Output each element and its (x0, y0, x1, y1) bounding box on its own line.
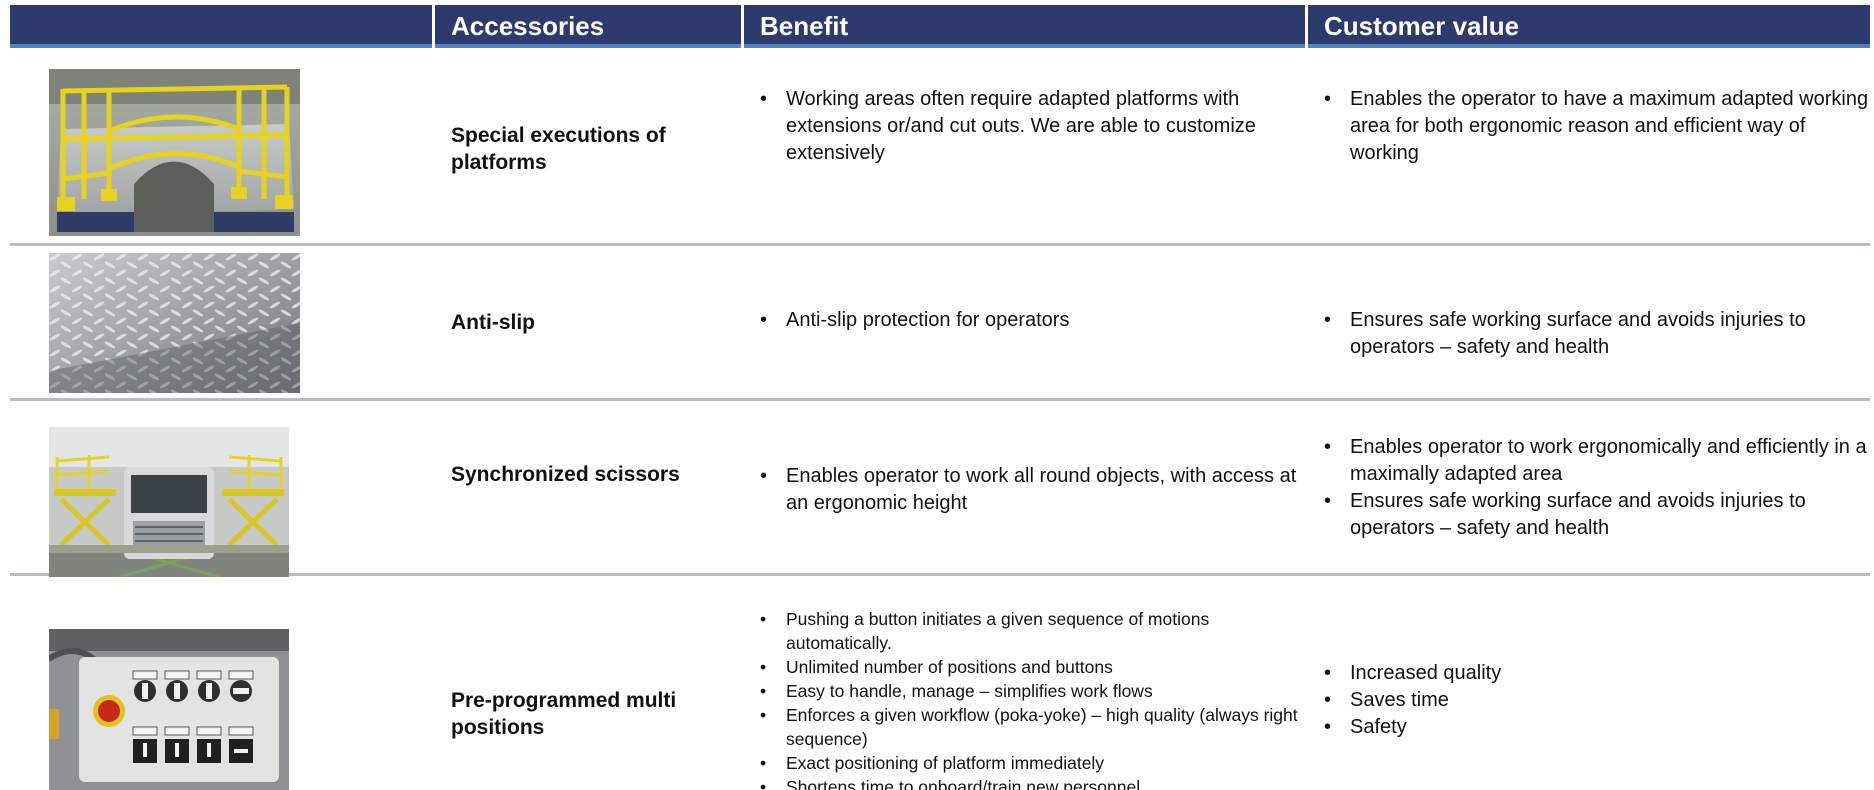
benefit-item: Working areas often require adapted plat… (758, 86, 1298, 167)
benefit-item: Enables operator to work all round objec… (758, 463, 1298, 517)
row-divider (10, 398, 1870, 401)
customer-value-item: Ensures safe working surface and avoids … (1322, 307, 1870, 361)
benefit-list: Anti-slip protection for operators (758, 307, 1298, 334)
customer-value-item: Enables operator to work ergonomically a… (1322, 434, 1870, 488)
accessory-name: Anti-slip (451, 311, 535, 334)
benefit-item: Shortens time to onboard/train new perso… (758, 775, 1298, 790)
customer-value-list: Enables the operator to have a maximum a… (1322, 86, 1870, 167)
header-image-column (10, 5, 432, 48)
header-benefit: Benefit (744, 5, 1305, 48)
control-panel-photo (49, 629, 289, 790)
customer-value-item: Ensures safe working surface and avoids … (1322, 488, 1870, 542)
benefit-item: Pushing a button initiates a given seque… (758, 607, 1298, 655)
accessory-name: Special executions of platforms (451, 124, 666, 174)
header-accessories: Accessories (435, 5, 741, 48)
benefit-item: Unlimited number of positions and button… (758, 655, 1298, 679)
row-divider (10, 243, 1870, 246)
customer-value-item: Increased quality (1322, 660, 1870, 687)
checker-plate-photo (49, 253, 300, 393)
customer-value-item: Safety (1322, 714, 1870, 741)
customer-value-list: Ensures safe working surface and avoids … (1322, 307, 1870, 361)
customer-value-item: Saves time (1322, 687, 1870, 714)
benefit-list: Working areas often require adapted plat… (758, 86, 1298, 167)
benefit-list: Pushing a button initiates a given seque… (758, 607, 1298, 790)
accessory-name: Synchronized scissors (451, 463, 680, 486)
header-customer-value: Customer value (1308, 5, 1870, 48)
truck-cab-scissor-lifts-photo (49, 427, 289, 577)
yellow-railed-platform-photo (49, 69, 300, 236)
benefit-item: Easy to handle, manage – simplifies work… (758, 679, 1298, 703)
customer-value-list: Enables operator to work ergonomically a… (1322, 434, 1870, 542)
benefit-item: Anti-slip protection for operators (758, 307, 1298, 334)
benefit-item: Enforces a given workflow (poka-yoke) – … (758, 703, 1298, 751)
row-divider (10, 573, 1870, 576)
accessory-name: Pre-programmed multi positions (451, 689, 677, 739)
customer-value-list: Increased quality Saves time Safety (1322, 660, 1870, 741)
benefit-item: Exact positioning of platform immediatel… (758, 751, 1298, 775)
customer-value-item: Enables the operator to have a maximum a… (1322, 86, 1870, 167)
benefit-list: Enables operator to work all round objec… (758, 463, 1298, 517)
